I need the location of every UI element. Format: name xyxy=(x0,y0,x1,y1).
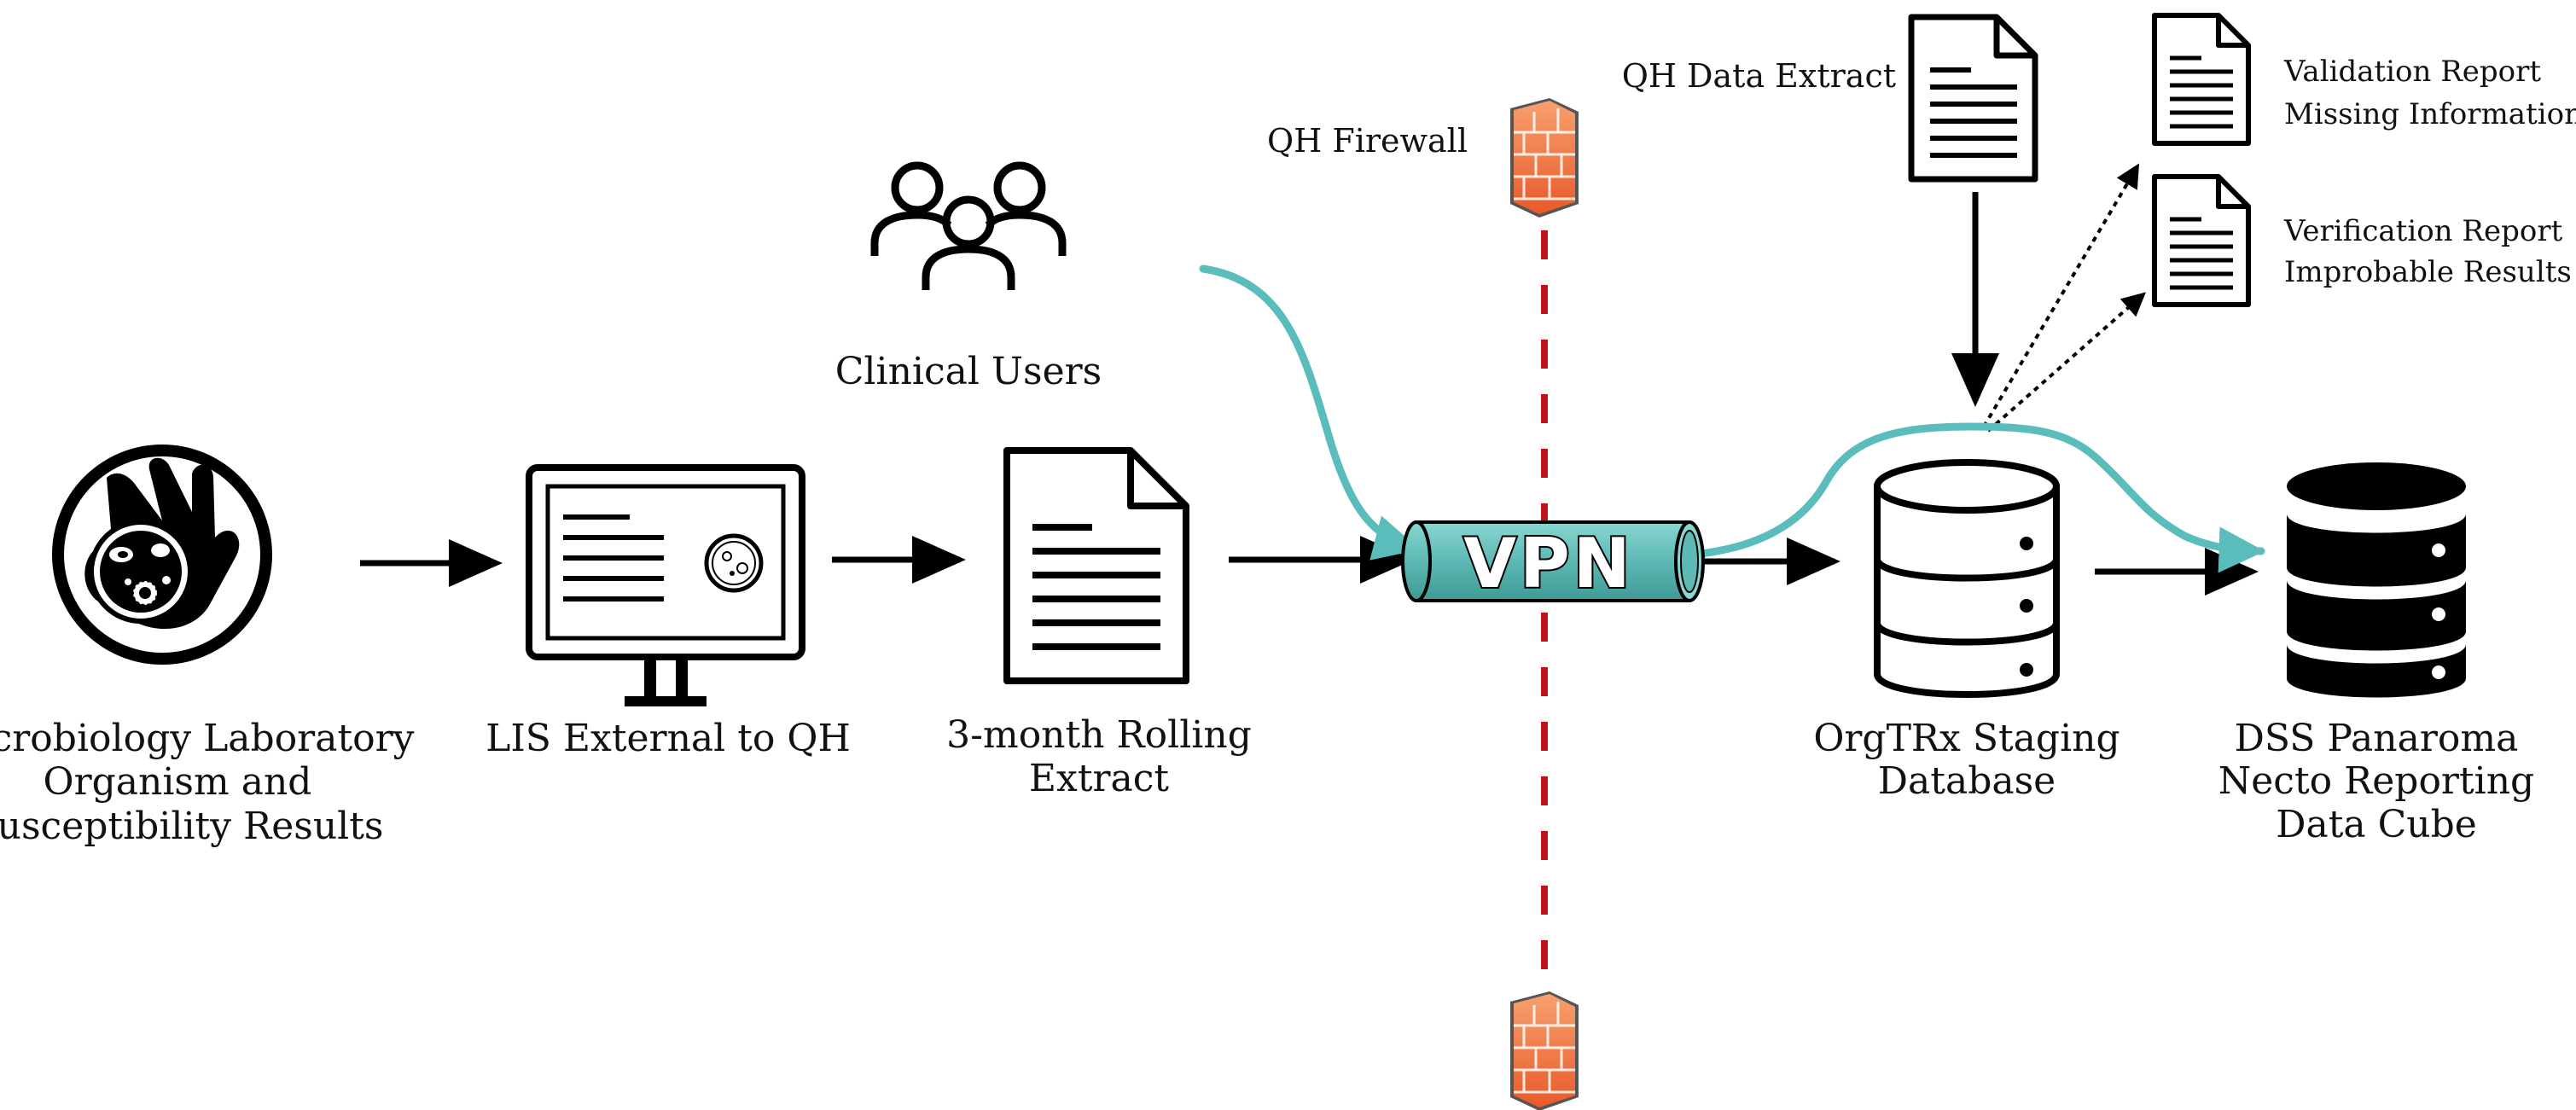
svg-text:Susceptibility Results: Susceptibility Results xyxy=(0,805,384,848)
staging-db-label: OrgTRx Staging Database xyxy=(1813,717,2120,803)
database-filled-icon xyxy=(2287,462,2466,698)
hand-holding-petri-dish-icon xyxy=(52,445,272,665)
clinical-users-label: Clinical Users xyxy=(835,350,1102,393)
firewall-brick-icon xyxy=(1510,991,1579,1110)
clinical-users-flow xyxy=(1199,264,1421,561)
dss-label: DSS Panaroma Necto Reporting Data Cube xyxy=(2218,717,2534,846)
document-icon xyxy=(1908,14,2038,183)
vpn-tunnel-pipe-icon: VPN xyxy=(1401,520,1705,605)
svg-text:OrgTRx Staging: OrgTRx Staging xyxy=(1813,717,2120,760)
qh-data-extract-label: QH Data Extract xyxy=(1622,57,1896,95)
firewall-brick-icon xyxy=(1510,98,1579,218)
report-arrows xyxy=(1982,163,2147,433)
svg-text:Data Cube: Data Cube xyxy=(2276,803,2477,846)
database-outline-icon xyxy=(1874,459,2060,698)
document-icon xyxy=(1003,447,1189,684)
vpn-to-dss-flow xyxy=(1689,422,2265,573)
svg-text:Microbiology Laboratory: Microbiology Laboratory xyxy=(0,717,415,760)
validation-report-title: Validation Report xyxy=(2283,55,2541,89)
svg-text:3-month Rolling: 3-month Rolling xyxy=(946,713,1252,757)
svg-text:Extract: Extract xyxy=(1029,757,1170,800)
microbiology-label: Microbiology Laboratory Organism and Sus… xyxy=(0,717,415,848)
svg-text:Organism and: Organism and xyxy=(44,760,312,804)
rolling-extract-label: 3-month Rolling Extract xyxy=(946,713,1252,800)
verification-report-subtitle: Improbable Results xyxy=(2284,255,2572,289)
verification-report-document-icon xyxy=(2152,174,2251,307)
computer-monitor-icon xyxy=(526,464,805,706)
svg-text:Database: Database xyxy=(1878,759,2056,803)
vpn-label: VPN xyxy=(1463,524,1634,603)
lis-label: LIS External to QH xyxy=(486,717,851,760)
validation-report-subtitle: Missing Information xyxy=(2284,97,2576,131)
svg-text:Necto Reporting: Necto Reporting xyxy=(2218,759,2534,803)
firewall-label: QH Firewall xyxy=(1267,122,1468,160)
users-group-icon xyxy=(870,161,1067,290)
verification-report-title: Verification Report xyxy=(2283,214,2563,248)
teal-flows xyxy=(1199,264,2265,573)
validation-report-document-icon xyxy=(2152,13,2251,146)
svg-text:DSS Panaroma: DSS Panaroma xyxy=(2235,717,2519,760)
